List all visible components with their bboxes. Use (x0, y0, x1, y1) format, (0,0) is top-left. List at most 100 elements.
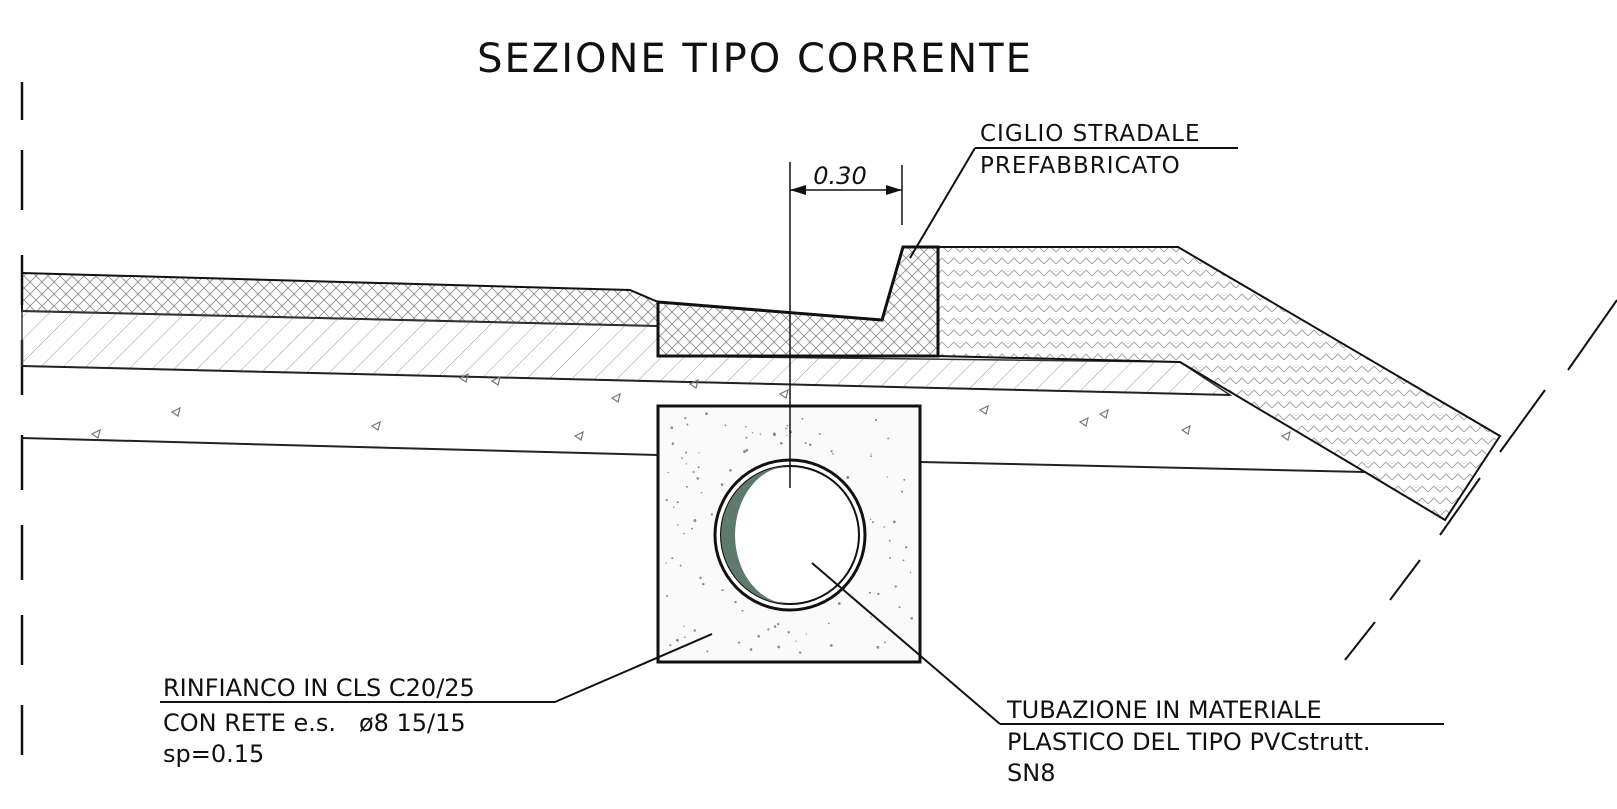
aggregate-dot (773, 625, 777, 628)
aggregate-dot (744, 425, 747, 428)
aggregate-dot (671, 557, 674, 560)
aggregate-dot (877, 592, 880, 596)
aggregate-dot (886, 476, 888, 478)
aggregate-dot (786, 434, 788, 437)
aggregate-dot (898, 606, 901, 609)
aggregate-dot (710, 513, 714, 516)
aggregate-dot (905, 546, 908, 549)
aggregate-dot (665, 498, 668, 502)
aggregate-dot (870, 518, 872, 521)
aggregate-dot (773, 432, 776, 436)
aggregate-dot (693, 519, 697, 522)
aggregate-dot (683, 636, 686, 639)
aggregate-dot (894, 585, 897, 588)
aggregate-dot (741, 609, 744, 612)
aggregate-dot (699, 576, 702, 580)
subbase-line (21, 365, 1231, 396)
aggregate-dot (672, 506, 675, 508)
aggregate-dot (827, 622, 830, 625)
aggregate-dot (759, 433, 762, 435)
aggregate-dot (871, 521, 874, 524)
aggregate-dot (696, 477, 699, 480)
aggregate-dot (743, 450, 747, 454)
aggregate-dot (801, 417, 804, 420)
curb-label-line1: CIGLIO STRADALE (980, 121, 1201, 147)
aggregate-dot (698, 452, 700, 454)
slope-axis (1344, 299, 1617, 661)
aggregate-dot (832, 453, 834, 455)
aggregate-dot (837, 602, 841, 605)
aggregate-dot (883, 641, 886, 644)
aggregate-dot (777, 622, 780, 626)
concrete-aggregate-dots (665, 412, 913, 654)
aggregate-dot (691, 527, 693, 530)
aggregate-dot (685, 451, 688, 454)
pipe-callout: TUBAZIONE IN MATERIALE PLASTICO DEL TIPO… (811, 562, 1444, 787)
aggregate-dot (779, 441, 783, 445)
aggregate-dot (808, 443, 812, 447)
aggregate-dot (767, 628, 770, 631)
encasement-label-line2: CON RETE e.s. ø8 15/15 (163, 709, 466, 737)
aggregate-dot (870, 616, 872, 618)
aggregate-dot (902, 559, 905, 562)
aggregate-dot (676, 501, 679, 504)
aggregate-dot (892, 520, 896, 524)
drawing-title: SEZIONE TIPO CORRENTE (477, 36, 1033, 82)
aggregate-dot (830, 450, 833, 453)
aggregate-dot (665, 562, 667, 564)
precast-curb (656, 245, 940, 358)
aggregate-dot (868, 591, 871, 594)
aggregate-dot (721, 589, 724, 592)
embankment (937, 246, 1502, 522)
dimension-label: 0.30 (813, 162, 866, 190)
aggregate-dot (787, 631, 790, 634)
aggregate-dot (734, 600, 737, 604)
aggregate-dot (805, 633, 808, 635)
aggregate-dot (751, 432, 754, 434)
aggregate-dot (669, 644, 672, 647)
subgrade-line-left (21, 437, 659, 456)
aggregate-dot (705, 412, 708, 416)
aggregate-dot (692, 471, 695, 473)
aggregate-dot (697, 466, 700, 469)
aggregate-dot (706, 650, 709, 653)
aggregate-dot (829, 644, 833, 647)
aggregate-dot (876, 645, 880, 649)
aggregate-dot (785, 427, 788, 430)
aggregate-dot (683, 532, 685, 535)
aggregate-dot (745, 436, 748, 439)
aggregate-dot (846, 476, 850, 479)
aggregate-dot (685, 485, 688, 488)
encasement-label-line3: sp=0.15 (163, 740, 264, 768)
aggregate-dot (686, 423, 689, 426)
aggregate-dot (749, 648, 753, 651)
aggregate-dot (887, 437, 890, 440)
aggregate-dot (667, 471, 670, 474)
aggregate-dot (900, 490, 903, 493)
pipe-label-line2: PLASTICO DEL TIPO PVCstrutt. (1007, 728, 1371, 756)
encasement-callout: RINFIANCO IN CLS C20/25 CON RETE e.s. ø8… (160, 633, 713, 768)
aggregate-dot (804, 442, 807, 444)
pipe-label-line1: TUBAZIONE IN MATERIALE (1006, 696, 1322, 724)
aggregate-dot (702, 582, 705, 586)
curb-callout: CIGLIO STRADALE PREFABBRICATO (909, 121, 1238, 259)
aggregate-dot (666, 594, 669, 598)
aggregate-dot (888, 539, 891, 542)
subbase-aggregate-marks (90, 372, 1291, 441)
aggregate-dot (700, 491, 703, 494)
curb-label-line2: PREFABBRICATO (980, 153, 1181, 179)
aggregate-dot (684, 417, 687, 420)
pvc-pipe (713, 458, 867, 612)
aggregate-dot (685, 463, 688, 465)
aggregate-dot (757, 634, 760, 638)
aggregate-dot (910, 617, 913, 620)
aggregate-dot (875, 418, 878, 422)
aggregate-dot (729, 469, 732, 472)
pipe-label-line3: SN8 (1007, 759, 1055, 787)
aggregate-dot (671, 442, 675, 446)
aggregate-dot (903, 478, 906, 481)
aggregate-dot (681, 457, 683, 459)
aggregate-dot (693, 629, 696, 632)
aggregate-dot (883, 526, 886, 528)
